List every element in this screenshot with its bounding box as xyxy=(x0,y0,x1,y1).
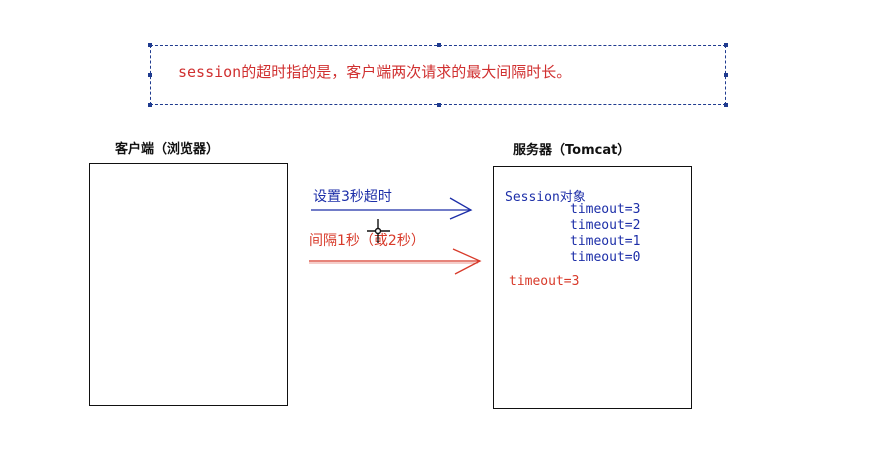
second-request-label: 间隔1秒（或2秒） xyxy=(309,233,425,249)
resize-handle[interactable] xyxy=(724,73,728,77)
resize-handle[interactable] xyxy=(437,43,441,47)
server-label: 服务器（Tomcat） xyxy=(513,143,631,158)
title-text: session的超时指的是，客户端两次请求的最大间隔时长。 xyxy=(178,63,572,81)
timeout-value: timeout=0 xyxy=(570,250,641,265)
resize-handle[interactable] xyxy=(437,103,441,107)
title-box xyxy=(148,43,728,107)
resize-handle[interactable] xyxy=(148,43,152,47)
timeout-value: timeout=1 xyxy=(570,234,641,249)
timeout-value: timeout=2 xyxy=(570,218,641,233)
session-object-label: Session对象 xyxy=(505,190,586,205)
client-label: 客户端（浏览器） xyxy=(115,142,220,157)
resize-handle[interactable] xyxy=(148,103,152,107)
crosshair-cursor-icon xyxy=(367,219,390,243)
timeout-value: timeout=3 xyxy=(570,202,641,217)
resize-handle[interactable] xyxy=(724,43,728,47)
resize-handle[interactable] xyxy=(724,103,728,107)
server-box xyxy=(493,166,692,409)
reset-timeout-value: timeout=3 xyxy=(509,274,580,289)
second-request-arrow xyxy=(309,248,482,275)
first-request-label: 设置3秒超时 xyxy=(313,189,392,205)
resize-handle[interactable] xyxy=(148,73,152,77)
client-box xyxy=(89,163,288,406)
first-request-arrow xyxy=(311,197,473,220)
